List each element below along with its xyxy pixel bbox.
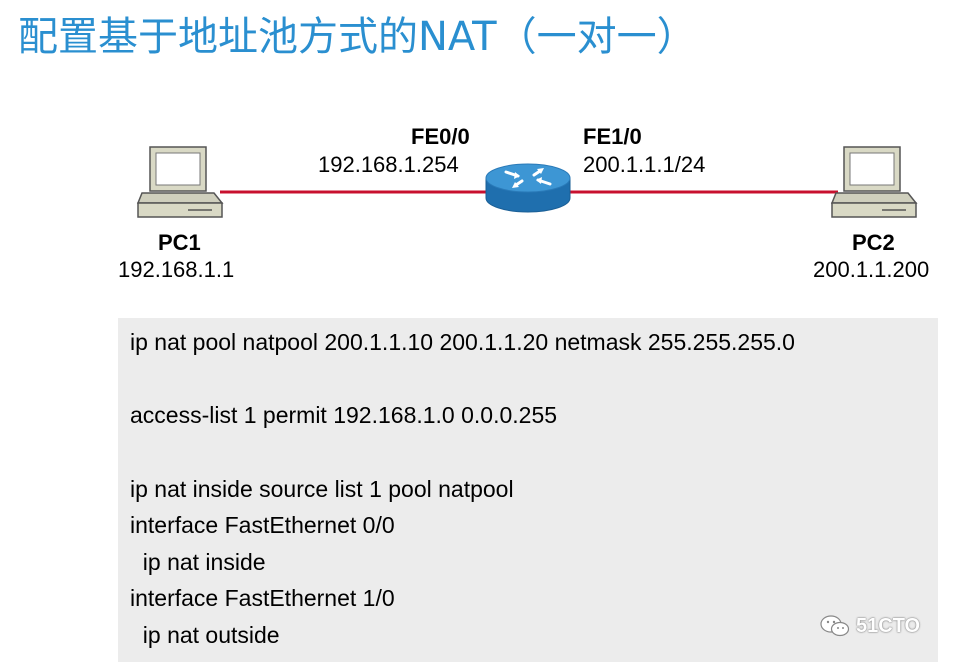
watermark-text: 51CTO [856, 614, 921, 637]
config-line: ip nat outside [130, 622, 280, 648]
config-line: ip nat inside source list 1 pool natpool [130, 476, 514, 502]
fe0-interface-name: FE0/0 [411, 124, 470, 149]
network-topology: FE0/0 192.168.1.254 FE1/0 200.1.1.1/24 P… [0, 0, 964, 310]
pc1-label: PC1 [158, 230, 201, 255]
slide-title: 配置基于地址池方式的NAT（一对一） [18, 14, 697, 60]
fe1-interface-ip: 200.1.1.1/24 [583, 152, 706, 177]
pc2-icon [830, 146, 918, 218]
config-code-block: ip nat pool natpool 200.1.1.10 200.1.1.2… [118, 318, 938, 662]
topology-diagram [136, 146, 918, 218]
config-line: ip nat pool natpool 200.1.1.10 200.1.1.2… [130, 329, 795, 355]
config-line: interface FastEthernet 0/0 [130, 512, 395, 538]
pc2-ip: 200.1.1.200 [813, 257, 930, 282]
fe1-interface-name: FE1/0 [583, 124, 642, 149]
watermark: 51CTO [820, 614, 920, 638]
config-line: ip nat inside [130, 549, 266, 575]
config-line: interface FastEthernet 1/0 [130, 585, 395, 611]
wechat-icon [820, 615, 850, 637]
pc1-icon [136, 146, 224, 218]
router-icon [485, 163, 571, 213]
fe0-interface-ip: 192.168.1.254 [318, 152, 459, 177]
config-line: access-list 1 permit 192.168.1.0 0.0.0.2… [130, 402, 558, 428]
pc2-label: PC2 [852, 230, 895, 255]
pc1-ip: 192.168.1.1 [118, 257, 235, 282]
